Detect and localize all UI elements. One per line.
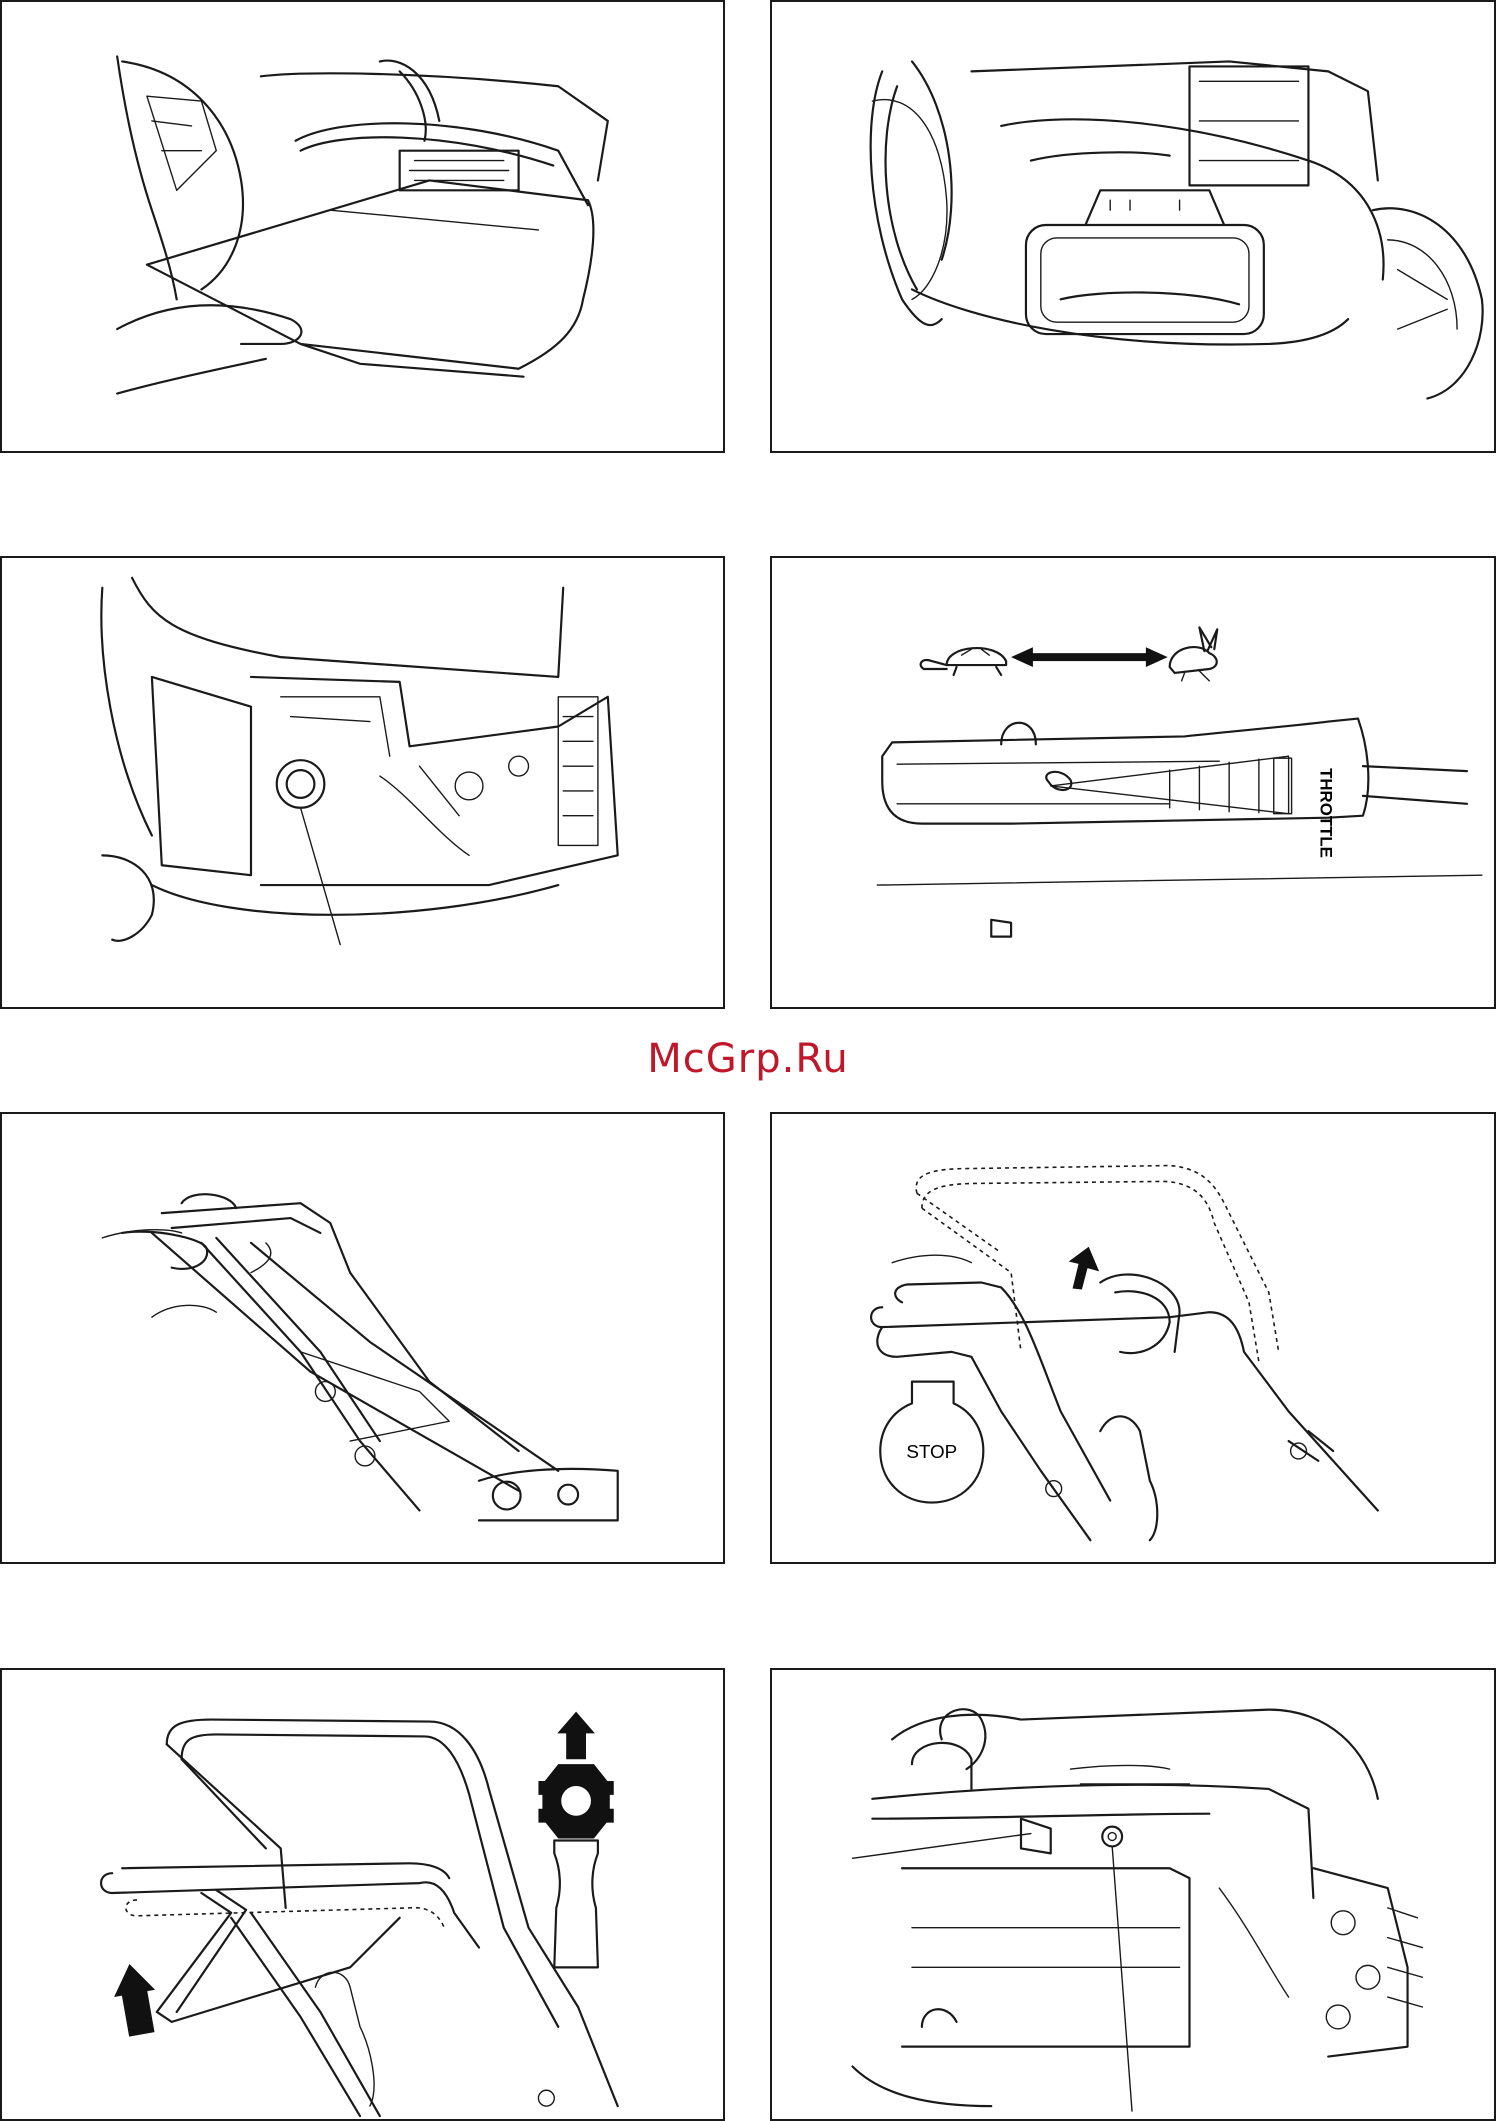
drive-forward-icon bbox=[538, 1712, 613, 1968]
figure-panel-grass-bag bbox=[0, 0, 725, 453]
stop-illustration: STOP bbox=[772, 1114, 1494, 1562]
mulch-plug-illustration bbox=[772, 2, 1494, 451]
carburetor-illustration bbox=[772, 1670, 1494, 2119]
stop-symbol: STOP bbox=[880, 1382, 983, 1503]
figure-panel-stop: STOP bbox=[770, 1112, 1496, 1564]
rabbit-icon bbox=[1170, 627, 1218, 681]
figure-panel-mulch-plug bbox=[770, 0, 1496, 453]
throttle-illustration: THROTTLE bbox=[772, 558, 1494, 1007]
figure-panel-throttle: THROTTLE bbox=[770, 556, 1496, 1009]
figure-panel-carburetor bbox=[770, 1668, 1496, 2121]
speed-range-arrow-icon bbox=[1011, 647, 1168, 667]
oil-fill-illustration bbox=[2, 558, 723, 1007]
stop-label: STOP bbox=[906, 1441, 957, 1462]
turtle-icon bbox=[921, 648, 1007, 675]
figure-panel-oil-fill bbox=[0, 556, 725, 1009]
figure-panel-handle-bail bbox=[0, 1112, 725, 1564]
drive-control-illustration bbox=[2, 1670, 723, 2119]
throttle-label: THROTTLE bbox=[1316, 768, 1335, 858]
watermark: McGrp.Ru bbox=[0, 1036, 1496, 1082]
figure-panel-drive-control bbox=[0, 1668, 725, 2121]
handle-bail-illustration bbox=[2, 1114, 723, 1562]
grass-bag-illustration bbox=[2, 2, 723, 451]
